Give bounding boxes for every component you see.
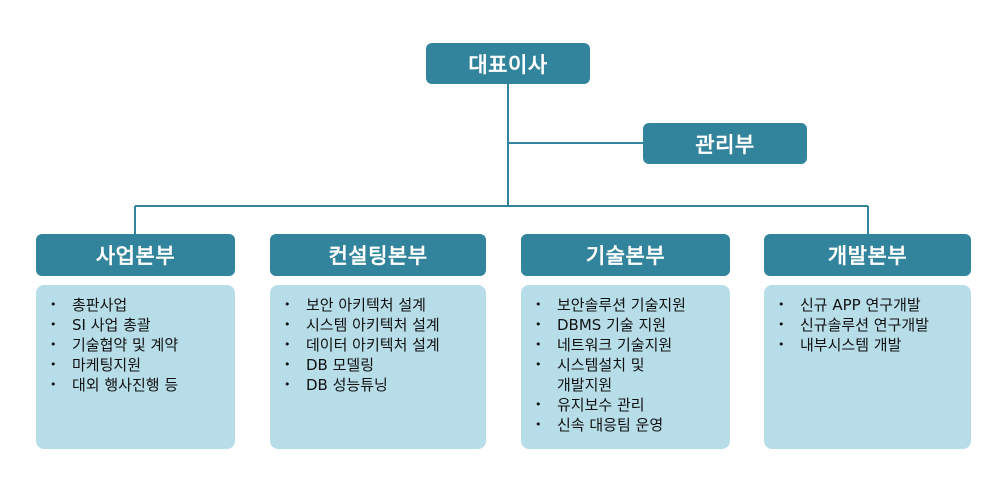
list-item: • 마케팅지원 xyxy=(50,355,225,375)
bullet-icon: • xyxy=(535,398,542,411)
admin-dept-node: 관리부 xyxy=(643,123,807,164)
dev-dept-duties: • 신규 APP 연구개발 • 신규솔루션 연구개발 • 내부시스템 개발 xyxy=(764,285,971,449)
tech-dept-duties: • 보안솔루션 기술지원 • DBMS 기술 지원 • 네트워크 기술지원 • 시스템설… xyxy=(521,285,730,449)
bullet-icon: • xyxy=(284,358,291,371)
business-dept-duties: • 총판사업 • SI 사업 총괄 • 기술협약 및 계약 • 마케팅지원 • 대외 행사… xyxy=(36,285,235,449)
bullet-icon: • xyxy=(50,378,57,391)
tech-dept-node: 기술본부 xyxy=(521,234,730,276)
list-item: • 신속 대응팀 운영 xyxy=(535,415,720,435)
list-item: • 유지보수 관리 xyxy=(535,395,720,415)
duty-text: 신속 대응팀 운영 xyxy=(557,416,664,434)
duty-text-continued: 개발지원 xyxy=(557,376,613,394)
duty-list: • 신규 APP 연구개발 • 신규솔루션 연구개발 • 내부시스템 개발 xyxy=(778,295,961,355)
bullet-icon: • xyxy=(284,298,291,311)
duty-list: • 총판사업 • SI 사업 총괄 • 기술협약 및 계약 • 마케팅지원 • 대외 행사… xyxy=(50,295,225,395)
consulting-dept-node: 컨설팅본부 xyxy=(270,234,486,276)
duty-text: 유지보수 관리 xyxy=(557,396,645,414)
list-item: • DB 성능튜닝 xyxy=(284,375,476,395)
duty-text: 시스템 아키텍처 설계 xyxy=(306,316,440,334)
duty-text: 마케팅지원 xyxy=(72,356,142,374)
duty-text: DB 모델링 xyxy=(306,356,375,374)
duty-text: 데이터 아키텍처 설계 xyxy=(306,336,440,354)
ceo-node: 대표이사 xyxy=(426,43,590,84)
duty-text: 신규 APP 연구개발 xyxy=(800,296,921,314)
tech-dept-label: 기술본부 xyxy=(585,244,666,268)
duty-text: 보안솔루션 기술지원 xyxy=(557,296,686,314)
list-item: • 신규 APP 연구개발 xyxy=(778,295,961,315)
bullet-icon: • xyxy=(535,358,542,371)
duty-text: 네트워크 기술지원 xyxy=(557,336,673,354)
bullet-icon: • xyxy=(50,318,57,331)
business-dept-node: 사업본부 xyxy=(36,234,235,276)
ceo-label: 대표이사 xyxy=(468,52,548,77)
list-item: • 기술협약 및 계약 xyxy=(50,335,225,355)
list-item: • 시스템 아키텍처 설계 xyxy=(284,315,476,335)
bullet-icon: • xyxy=(778,318,785,331)
bullet-icon: • xyxy=(50,338,57,351)
list-item: • 네트워크 기술지원 xyxy=(535,335,720,355)
duty-text: 시스템설치 및 xyxy=(557,356,645,374)
duty-text: 보안 아키텍처 설계 xyxy=(306,296,426,314)
bullet-icon: • xyxy=(50,358,57,371)
bullet-icon: • xyxy=(50,298,57,311)
duty-text: 대외 행사진행 등 xyxy=(72,376,179,394)
bullet-icon: • xyxy=(535,318,542,331)
duty-text: 신규솔루션 연구개발 xyxy=(800,316,929,334)
bullet-icon: • xyxy=(535,298,542,311)
list-item: • 대외 행사진행 등 xyxy=(50,375,225,395)
duty-text: SI 사업 총괄 xyxy=(72,316,151,334)
duty-text: 내부시스템 개발 xyxy=(800,336,902,354)
bullet-icon: • xyxy=(778,298,785,311)
consulting-dept-label: 컨설팅본부 xyxy=(328,244,428,268)
duty-list: • 보안 아키텍처 설계 • 시스템 아키텍처 설계 • 데이터 아키텍처 설계 • D… xyxy=(284,295,476,395)
bullet-icon: • xyxy=(284,338,291,351)
duty-text: DB 성능튜닝 xyxy=(306,376,388,394)
list-item: • SI 사업 총괄 xyxy=(50,315,225,335)
bullet-icon: • xyxy=(284,318,291,331)
bullet-icon: • xyxy=(535,418,542,431)
list-item: • 신규솔루션 연구개발 xyxy=(778,315,961,335)
list-item: • 총판사업 xyxy=(50,295,225,315)
list-item: • DBMS 기술 지원 xyxy=(535,315,720,335)
list-item: • 보안솔루션 기술지원 xyxy=(535,295,720,315)
dev-dept-node: 개발본부 xyxy=(764,234,971,276)
list-item: • 데이터 아키텍처 설계 xyxy=(284,335,476,355)
list-item: • 내부시스템 개발 xyxy=(778,335,961,355)
bullet-icon: • xyxy=(778,338,785,351)
duty-text: DBMS 기술 지원 xyxy=(557,316,667,334)
list-item: • DB 모델링 xyxy=(284,355,476,375)
bullet-icon: • xyxy=(535,338,542,351)
admin-dept-label: 관리부 xyxy=(695,132,755,157)
dev-dept-label: 개발본부 xyxy=(827,244,908,268)
duty-text: 기술협약 및 계약 xyxy=(72,336,179,354)
consulting-dept-duties: • 보안 아키텍처 설계 • 시스템 아키텍처 설계 • 데이터 아키텍처 설계 • D… xyxy=(270,285,486,449)
bullet-icon: • xyxy=(284,378,291,391)
duty-text: 총판사업 xyxy=(72,296,128,314)
list-item: • 보안 아키텍처 설계 xyxy=(284,295,476,315)
business-dept-label: 사업본부 xyxy=(95,244,176,268)
duty-list: • 보안솔루션 기술지원 • DBMS 기술 지원 • 네트워크 기술지원 • 시스템설… xyxy=(535,295,720,435)
